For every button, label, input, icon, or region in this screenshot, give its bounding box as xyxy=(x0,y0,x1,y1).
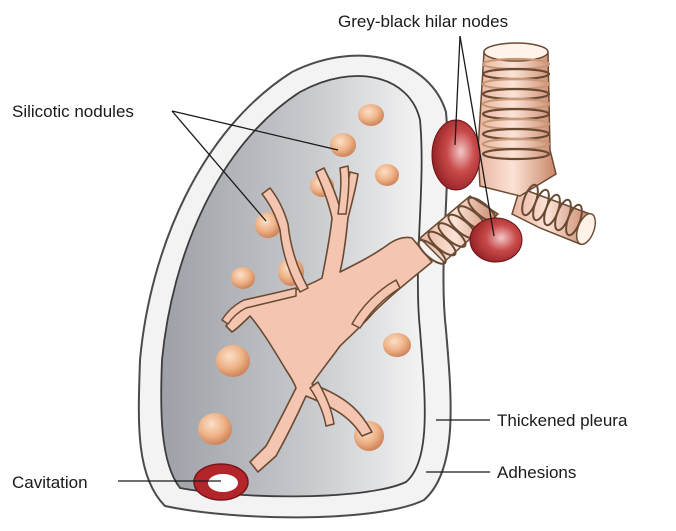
hilar-node xyxy=(470,218,522,262)
nodule xyxy=(358,104,384,126)
cavitation xyxy=(194,464,248,500)
nodule xyxy=(198,413,232,445)
label-thickened-pleura: Thickened pleura xyxy=(497,411,628,430)
trachea-column xyxy=(478,52,556,196)
label-adhesions: Adhesions xyxy=(497,463,576,482)
nodule xyxy=(330,133,356,157)
nodule xyxy=(375,164,399,186)
cavity-lumen xyxy=(208,474,238,492)
label-silicotic-nodules: Silicotic nodules xyxy=(12,102,134,121)
nodule xyxy=(383,333,411,357)
nodule xyxy=(231,267,255,289)
label-cavitation: Cavitation xyxy=(12,473,88,492)
nodule xyxy=(216,345,250,377)
label-hilar-nodes: Grey-black hilar nodes xyxy=(338,12,508,31)
